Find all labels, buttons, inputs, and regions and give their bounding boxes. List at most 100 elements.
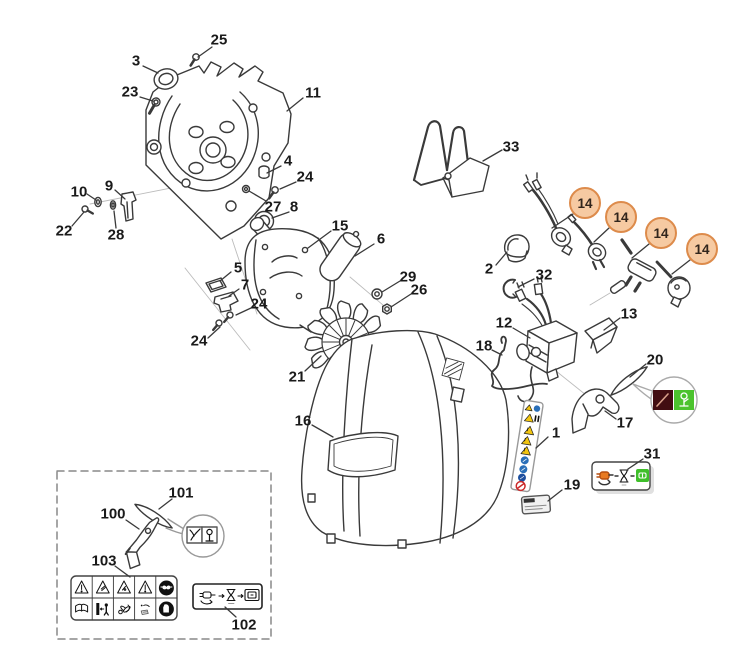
power-on-icon xyxy=(636,469,649,482)
callout-1: 1 xyxy=(551,424,561,442)
glove-icon xyxy=(158,601,174,617)
part-3-ring-drawing xyxy=(153,68,179,90)
part-102-label-drawing xyxy=(192,583,263,610)
callout-14-highlighted[interactable]: 14 xyxy=(569,187,601,219)
callout-31: 31 xyxy=(643,445,661,463)
part-23-screw-drawing xyxy=(148,97,161,115)
callout-14-highlighted[interactable]: 14 xyxy=(605,201,637,233)
callout-20: 20 xyxy=(646,351,664,369)
leader-lines xyxy=(71,46,691,618)
callout-11: 11 xyxy=(305,84,321,102)
part-26-nut-drawing xyxy=(382,303,392,315)
part-17-blade-holder-drawing xyxy=(571,388,620,434)
face-protection-icon xyxy=(158,580,174,596)
callout-7: 7 xyxy=(240,276,250,294)
part-32-snap-ring-drawing xyxy=(502,278,517,299)
part-24bc-screws-drawing xyxy=(212,311,234,332)
part-33-wire-frame-drawing xyxy=(412,120,490,198)
callout-21: 21 xyxy=(288,368,306,386)
callout-24a: 24 xyxy=(296,168,314,186)
plug-icon xyxy=(199,591,216,605)
plug-icon xyxy=(596,471,614,486)
part-14-cord-d-drawing xyxy=(655,260,691,308)
warning-triangle-icon xyxy=(95,580,110,594)
rotating-blades-icon xyxy=(118,604,131,615)
callout-19: 19 xyxy=(563,476,581,494)
callout-29: 29 xyxy=(399,268,417,286)
warning-triangle-icon xyxy=(138,580,153,594)
inset-101-detail xyxy=(165,514,225,558)
callout-17: 17 xyxy=(616,414,634,432)
callout-2: 2 xyxy=(484,260,494,278)
part-31-label-drawing xyxy=(591,461,654,494)
part-13-bracket-drawing xyxy=(584,317,618,354)
debris-icon xyxy=(140,604,150,615)
callout-14-highlighted[interactable]: 14 xyxy=(645,217,677,249)
callout-32: 32 xyxy=(535,266,553,284)
callout-102: 102 xyxy=(231,616,257,634)
callout-9: 9 xyxy=(104,177,114,195)
callout-3: 3 xyxy=(131,52,141,70)
part-103-warning-label-drawing xyxy=(70,575,178,621)
callout-25: 25 xyxy=(210,31,228,49)
callout-24b: 24 xyxy=(250,295,268,313)
part-100-knife-drawing xyxy=(124,517,160,570)
callout-100: 100 xyxy=(100,505,126,523)
part-27-washer-drawing xyxy=(241,184,251,194)
part-16-housing-shell-drawing xyxy=(300,329,510,549)
part-24a-screw-drawing xyxy=(267,186,279,200)
warning-triangle-icon xyxy=(74,580,89,594)
callout-33: 33 xyxy=(502,138,520,156)
callout-5: 5 xyxy=(233,259,243,277)
callout-28: 28 xyxy=(107,226,125,244)
callout-12: 12 xyxy=(495,314,513,332)
callout-24c: 24 xyxy=(190,332,208,350)
part-small-pin-drawing xyxy=(609,280,627,294)
part-1-safety-sticker-drawing xyxy=(510,399,544,493)
mandatory-blue-icon xyxy=(533,405,541,412)
power-switch-icon xyxy=(244,588,260,602)
callout-23: 23 xyxy=(121,83,139,101)
callout-27: 27 xyxy=(264,198,282,216)
part-19-label-drawing xyxy=(520,494,552,515)
part-15-motor-drawing xyxy=(244,216,335,333)
callout-16: 16 xyxy=(294,412,312,430)
callout-8: 8 xyxy=(289,198,299,216)
callout-6: 6 xyxy=(376,230,386,248)
part-9-latch-drawing xyxy=(120,191,137,222)
hourglass-icon xyxy=(226,588,236,604)
warning-triangle-icon xyxy=(524,404,533,412)
part-14-plug-c-drawing xyxy=(620,238,657,293)
callout-26: 26 xyxy=(410,281,428,299)
callout-101: 101 xyxy=(168,484,194,502)
part-25-screw-drawing xyxy=(189,53,200,67)
hourglass-icon xyxy=(619,469,629,486)
callout-22: 22 xyxy=(55,222,73,240)
part-5-plate-drawing xyxy=(205,277,227,293)
read-manual-icon xyxy=(75,603,89,613)
part-4-bushing-drawing xyxy=(258,165,270,179)
part-20-leaf-spring-drawing xyxy=(610,366,648,396)
part-12-switch-drawing xyxy=(514,276,578,403)
part-2-cap-drawing xyxy=(503,234,530,263)
part-22-screw-drawing xyxy=(81,205,94,215)
callout-4: 4 xyxy=(283,152,293,170)
part-28-washer-drawing xyxy=(109,200,117,210)
callout-18: 18 xyxy=(475,337,493,355)
callout-103: 103 xyxy=(91,552,117,570)
prohibition-icon xyxy=(515,480,526,492)
callout-13: 13 xyxy=(620,305,638,323)
part-18-wire-drawing xyxy=(490,335,548,390)
inset-20-detail xyxy=(632,376,698,424)
part-101-blade-drawing xyxy=(134,503,173,529)
callout-15: 15 xyxy=(331,217,349,235)
part-29-washer-drawing xyxy=(371,288,383,300)
part-10-washer-drawing xyxy=(94,196,102,208)
callout-14-highlighted[interactable]: 14 xyxy=(686,233,718,265)
warning-triangle-icon xyxy=(117,580,131,594)
callout-10: 10 xyxy=(70,183,88,201)
part-14-cord-a-drawing xyxy=(522,172,573,256)
part-7-bracket-drawing xyxy=(213,291,239,313)
